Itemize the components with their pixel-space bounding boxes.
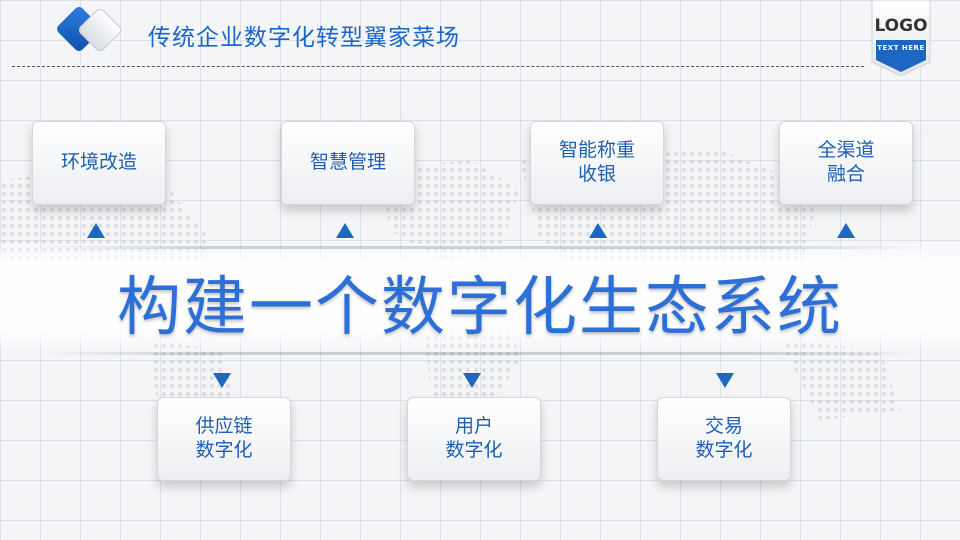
box-smart-management[interactable]: 智慧管理 — [281, 121, 415, 205]
arrow-up-icon — [336, 223, 354, 238]
diamond-logo-icon — [57, 7, 122, 52]
box-transaction-digitalization[interactable]: 交易 数字化 — [657, 397, 791, 481]
box-smart-weighing-checkout[interactable]: 智能称重 收银 — [530, 121, 664, 205]
box-label: 供应链 数字化 — [195, 415, 253, 461]
band-top-line — [40, 246, 920, 249]
box-label: 交易 数字化 — [695, 415, 753, 461]
box-environment-renovation[interactable]: 环境改造 — [32, 121, 166, 205]
logo-badge: LOGO TEXT HERE — [870, 0, 932, 77]
arrow-down-icon — [213, 373, 231, 388]
logo-badge-shape — [871, 0, 931, 77]
box-label: 用户 数字化 — [445, 415, 503, 461]
headline-band — [0, 240, 960, 352]
arrow-down-icon — [716, 373, 734, 388]
box-user-digitalization[interactable]: 用户 数字化 — [407, 397, 541, 481]
box-supply-chain-digitalization[interactable]: 供应链 数字化 — [157, 397, 291, 481]
band-bottom-line — [40, 352, 920, 355]
box-label: 环境改造 — [60, 151, 137, 174]
box-omnichannel-fusion[interactable]: 全渠道 融合 — [779, 121, 913, 205]
headline: 构建一个数字化生态系统 — [117, 271, 843, 345]
logo-text: LOGO — [874, 16, 928, 36]
logo-subtext: TEXT HERE — [877, 44, 925, 52]
arrow-up-icon — [589, 223, 607, 238]
header-divider — [12, 66, 864, 67]
page-title: 传统企业数字化转型翼家菜场 — [148, 25, 460, 51]
arrow-down-icon — [463, 373, 481, 388]
arrow-up-icon — [837, 223, 855, 238]
arrow-up-icon — [87, 223, 105, 238]
box-label: 全渠道 融合 — [817, 139, 875, 185]
box-label: 智能称重 收银 — [558, 139, 635, 185]
box-label: 智慧管理 — [309, 151, 386, 174]
